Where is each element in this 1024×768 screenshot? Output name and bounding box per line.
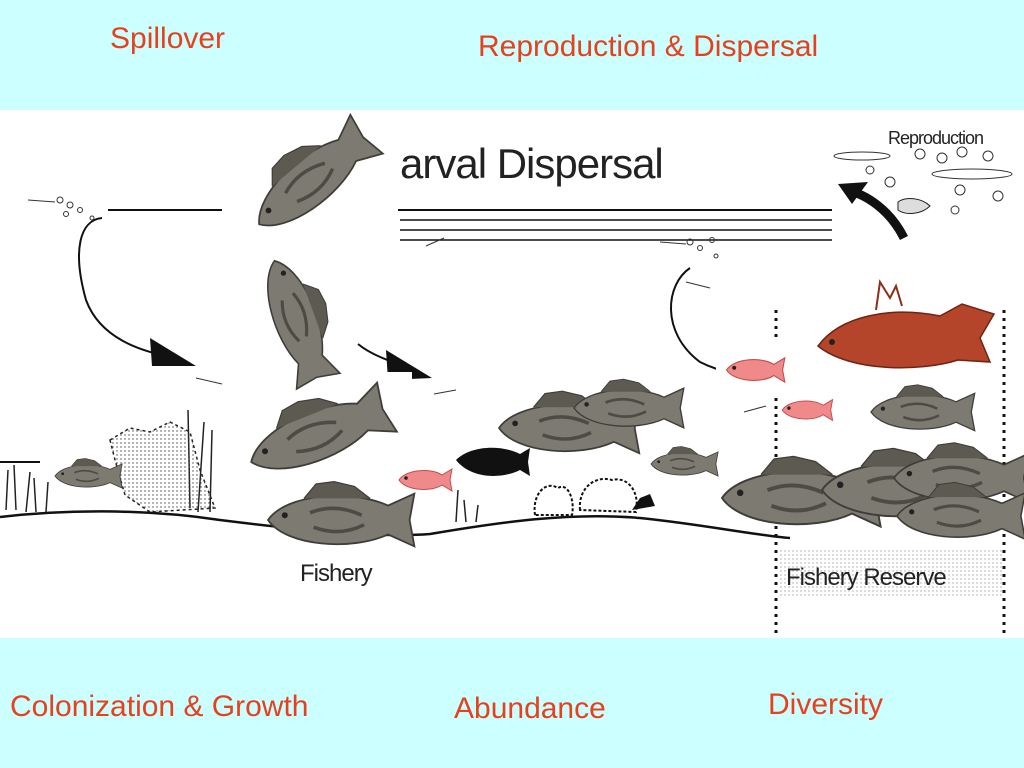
diagram-illustration [0, 110, 1024, 638]
fishery-label: Fishery [300, 560, 373, 587]
reproduction-dispersal-label: Reproduction & Dispersal [478, 30, 819, 63]
fishery-reserve-label: Fishery Reserve [786, 564, 947, 591]
spillover-label: Spillover [110, 22, 226, 55]
abundance-label: Abundance [454, 692, 606, 725]
reserve-diagram: arval Dispersal Reproduction Fishery Fis… [0, 110, 1024, 638]
larval-dispersal-title: arval Dispersal [400, 140, 664, 187]
bottom-band [0, 638, 1024, 768]
reproduction-label: Reproduction [888, 128, 984, 148]
top-band [0, 0, 1024, 110]
colonization-growth-label: Colonization & Growth [10, 690, 309, 723]
diversity-label: Diversity [768, 688, 884, 721]
